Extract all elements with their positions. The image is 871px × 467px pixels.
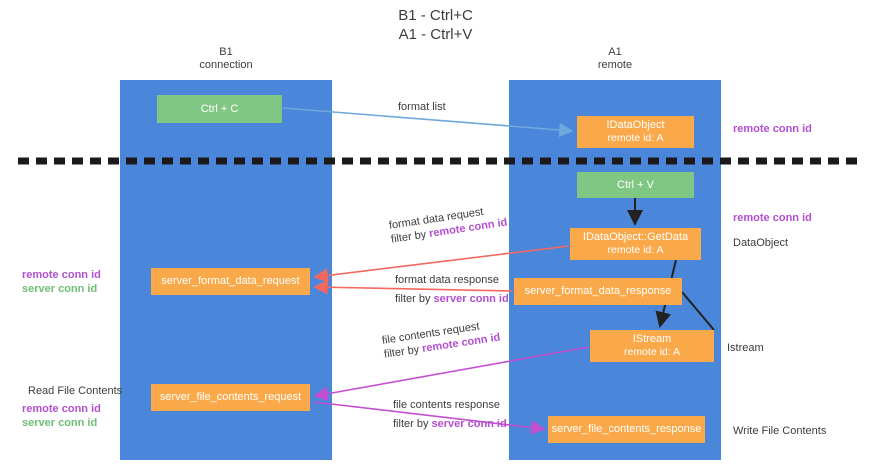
annotation-remote-conn-id-top: remote conn id [733, 123, 812, 135]
annotation-left-conn-ids-2: remote conn id server conn id [22, 402, 101, 430]
filter-value-server-conn-id: server conn id [431, 418, 507, 430]
edge-label-format-data-response: format data response filter by server co… [395, 273, 509, 306]
node-idataobject-label: IDataObject [606, 119, 665, 131]
edge-label-format-list: format list [398, 101, 446, 113]
node-ctrl-c-label: Ctrl + C [200, 102, 239, 115]
node-getdata-remote-id: remote id: A [607, 244, 664, 256]
node-istream[interactable]: IStream remote id: A [590, 330, 714, 362]
annotation-write-file-contents: Write File Contents [733, 425, 827, 437]
node-server-file-contents-response-label: server_file_contents_response [551, 423, 702, 435]
node-server-format-data-request[interactable]: server_format_data_request [151, 268, 310, 295]
node-idataobject-remote-id: remote id: A [607, 132, 664, 144]
lane-header-b1-subtitle: connection [199, 59, 253, 71]
node-idataobject[interactable]: IDataObject remote id: A [577, 116, 694, 148]
title-line-2: A1 - Ctrl+V [398, 26, 473, 43]
annotation-server-conn-id-left-1: server conn id [22, 283, 98, 295]
annotation-remote-conn-id-left-1: remote conn id [22, 269, 101, 281]
node-istream-label: IStream [632, 333, 672, 345]
node-server-format-data-request-label: server_format_data_request [161, 275, 300, 287]
node-server-file-contents-response[interactable]: server_file_contents_response [548, 416, 705, 443]
lane-header-b1-name: B1 [219, 46, 233, 58]
edge-label-format-data-response-filter: filter by server conn id [395, 292, 509, 306]
annotation-data-object: DataObject [733, 237, 789, 249]
node-getdata-label: IDataObject::GetData [582, 231, 689, 243]
edge-label-format-data-response-line1: format data response [395, 274, 499, 286]
filter-prefix: filter by [395, 293, 434, 305]
node-server-format-data-response[interactable]: server_format_data_response [514, 278, 682, 305]
lane-header-b1: B1 connection [140, 46, 312, 72]
annotation-istream: Istream [727, 342, 764, 354]
node-server-file-contents-request[interactable]: server_file_contents_request [151, 384, 310, 411]
node-idataobject-getdata[interactable]: IDataObject::GetData remote id: A [570, 228, 701, 260]
node-ctrl-v-label: Ctrl + V [617, 178, 654, 191]
node-server-file-contents-request-label: server_file_contents_request [159, 391, 302, 403]
edge-label-file-contents-response-line1: file contents response [393, 399, 501, 411]
node-ctrl-c[interactable]: Ctrl + C [157, 95, 282, 123]
lane-header-a1-subtitle: remote [597, 59, 633, 71]
annotation-remote-conn-id-mid: remote conn id [733, 212, 812, 224]
annotation-read-file-contents: Read File Contents [28, 385, 123, 397]
annotation-left-conn-ids-1: remote conn id server conn id [22, 268, 101, 296]
diagram-title: B1 - Ctrl+C A1 - Ctrl+V [0, 6, 871, 44]
filter-prefix: filter by [393, 418, 432, 430]
lane-header-a1: A1 remote [529, 46, 701, 72]
filter-value-server-conn-id: server conn id [433, 293, 509, 305]
title-line-1: B1 - Ctrl+C [398, 7, 473, 24]
edge-label-file-contents-response-filter: filter by server conn id [393, 417, 507, 431]
lane-header-a1-name: A1 [608, 46, 622, 58]
edge-label-file-contents-request: file contents request filter by remote c… [381, 317, 501, 362]
node-istream-remote-id: remote id: A [623, 346, 681, 358]
annotation-remote-conn-id-left-2: remote conn id [22, 403, 101, 415]
edge-label-file-contents-response: file contents response filter by server … [393, 398, 507, 431]
annotation-server-conn-id-left-2: server conn id [22, 417, 98, 429]
node-ctrl-v[interactable]: Ctrl + V [577, 172, 694, 198]
node-server-format-data-response-label: server_format_data_response [524, 285, 672, 297]
edge-label-format-data-request: format data request filter by remote con… [388, 202, 508, 247]
